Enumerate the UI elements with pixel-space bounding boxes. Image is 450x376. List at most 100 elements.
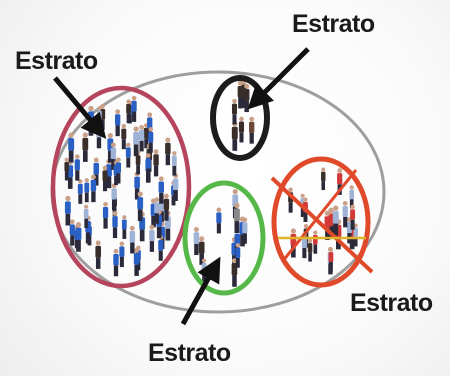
person-legs bbox=[194, 243, 199, 256]
person-body bbox=[313, 234, 318, 245]
person-body bbox=[119, 246, 125, 257]
person-legs bbox=[335, 237, 341, 250]
person-body bbox=[154, 202, 160, 214]
person-legs bbox=[234, 221, 240, 234]
person-body bbox=[307, 243, 313, 253]
person-body bbox=[133, 253, 140, 265]
person-body bbox=[163, 198, 170, 210]
person-head bbox=[164, 193, 169, 199]
person-body bbox=[111, 188, 117, 200]
person-legs bbox=[249, 132, 254, 144]
people-crowd-icon bbox=[288, 167, 358, 275]
person-head bbox=[110, 142, 116, 148]
person-legs bbox=[103, 218, 108, 229]
person-legs bbox=[232, 114, 237, 125]
person-body bbox=[328, 252, 334, 262]
person-body bbox=[84, 182, 90, 193]
person-head bbox=[84, 178, 89, 183]
person-head bbox=[64, 157, 69, 162]
person-legs bbox=[325, 228, 330, 241]
person-body bbox=[145, 158, 151, 169]
person-legs bbox=[122, 229, 127, 239]
person-body bbox=[235, 247, 241, 259]
person-head bbox=[244, 83, 250, 89]
person-head bbox=[126, 142, 131, 148]
people-crowd-icon bbox=[193, 189, 248, 287]
person-body bbox=[82, 137, 89, 151]
person-body bbox=[107, 138, 114, 151]
person-legs bbox=[91, 191, 96, 203]
person-body bbox=[64, 201, 71, 214]
person-body bbox=[149, 229, 155, 242]
stratum-label-top: Estrato bbox=[292, 10, 375, 38]
person-head bbox=[232, 98, 237, 104]
person-body bbox=[115, 162, 121, 174]
person-legs bbox=[149, 241, 155, 252]
stratum-label-right: Estrato bbox=[350, 289, 433, 317]
person-body bbox=[148, 131, 154, 143]
person-legs bbox=[64, 171, 69, 181]
person-legs bbox=[343, 216, 348, 228]
person-legs bbox=[113, 265, 119, 277]
person-body bbox=[75, 227, 82, 240]
person-legs bbox=[241, 96, 247, 108]
person-body bbox=[237, 85, 244, 98]
arrow-icon bbox=[247, 47, 310, 110]
person-head bbox=[95, 240, 101, 246]
person-body bbox=[242, 222, 248, 234]
person-legs bbox=[232, 275, 237, 287]
person-head bbox=[353, 223, 358, 228]
stratum-label-left: Estrato bbox=[15, 47, 98, 75]
person-body bbox=[68, 138, 75, 151]
person-body bbox=[158, 181, 165, 193]
person-legs bbox=[238, 97, 243, 109]
person-head bbox=[328, 247, 334, 252]
person-head bbox=[172, 151, 177, 156]
person-legs bbox=[121, 139, 126, 150]
person-body bbox=[135, 155, 141, 166]
person-legs bbox=[146, 168, 151, 179]
person-head bbox=[129, 225, 135, 231]
person-body bbox=[138, 129, 145, 141]
person-body bbox=[249, 121, 255, 133]
person-legs bbox=[114, 175, 118, 185]
person-body bbox=[114, 114, 121, 126]
person-body bbox=[301, 237, 307, 249]
person-legs bbox=[291, 245, 296, 258]
person-head bbox=[115, 109, 121, 115]
person-head bbox=[133, 126, 139, 132]
person-legs bbox=[102, 181, 108, 192]
person-head bbox=[84, 204, 89, 209]
person-legs bbox=[350, 219, 355, 230]
person-body bbox=[147, 117, 153, 129]
person-head bbox=[328, 207, 334, 214]
person-legs bbox=[126, 157, 131, 168]
person-head bbox=[121, 123, 127, 129]
person-head bbox=[102, 165, 108, 171]
person-body bbox=[198, 241, 205, 254]
person-head bbox=[342, 201, 348, 206]
person-legs bbox=[75, 170, 80, 181]
person-body bbox=[231, 126, 238, 140]
person-legs bbox=[156, 226, 162, 239]
person-head bbox=[165, 137, 171, 143]
person-body bbox=[90, 179, 97, 192]
stratum-top-circle bbox=[210, 75, 270, 161]
person-head bbox=[97, 106, 102, 111]
person-body bbox=[324, 216, 331, 229]
person-legs bbox=[151, 215, 156, 228]
person-head bbox=[107, 132, 113, 139]
person-body bbox=[125, 147, 131, 158]
person-legs bbox=[303, 212, 308, 222]
person-body bbox=[201, 262, 207, 273]
person-body bbox=[216, 212, 222, 224]
person-body bbox=[97, 110, 102, 121]
person-legs bbox=[126, 113, 131, 124]
person-head bbox=[146, 153, 151, 158]
person-legs bbox=[130, 242, 135, 254]
person-body bbox=[121, 128, 127, 140]
person-head bbox=[216, 207, 222, 213]
person-body bbox=[234, 233, 240, 246]
